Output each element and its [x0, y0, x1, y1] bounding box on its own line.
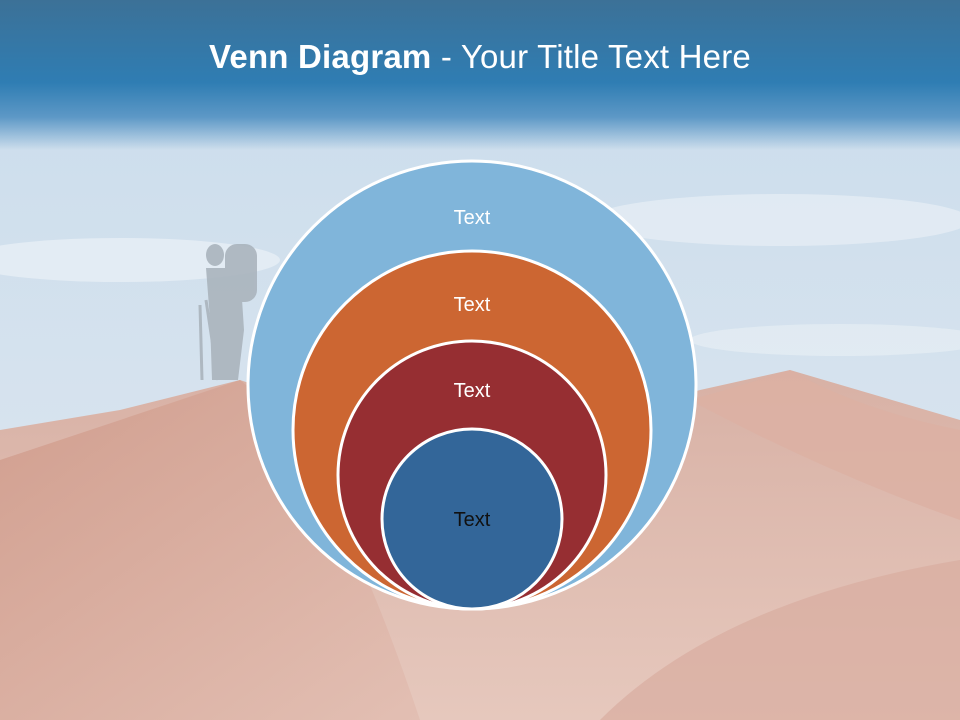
venn-ring-1-label: Text [454, 207, 491, 229]
title-bar [0, 0, 960, 150]
venn-ring-4-label: Text [454, 509, 491, 531]
slide-title: Venn Diagram - Your Title Text Here [0, 38, 960, 76]
title-rest: - Your Title Text Here [431, 38, 751, 75]
venn-ring-2-label: Text [454, 294, 491, 316]
title-bold: Venn Diagram [209, 38, 432, 75]
venn-ring-4 [380, 427, 564, 611]
hiker-silhouette-icon [198, 244, 257, 381]
venn-ring-3-label: Text [454, 380, 491, 402]
